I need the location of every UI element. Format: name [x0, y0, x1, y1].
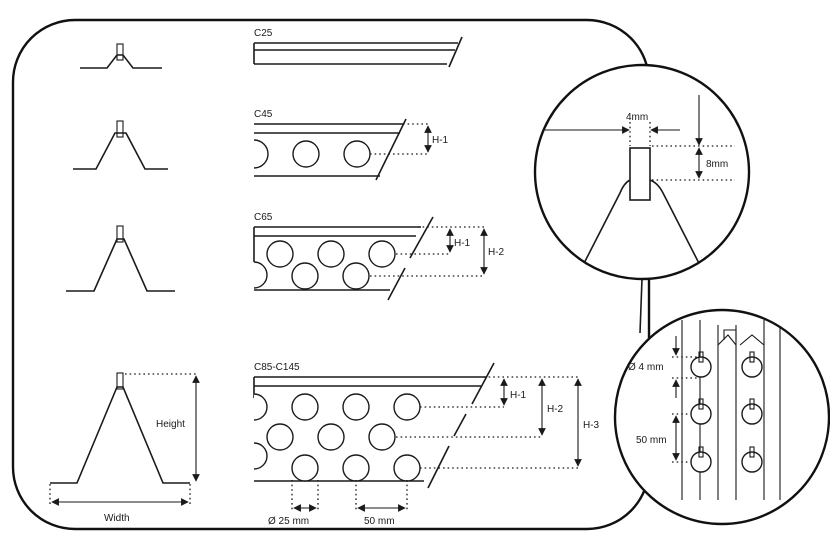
- c65-h2-label: H-2: [488, 247, 505, 258]
- cross-section-c45: [73, 120, 168, 170]
- detail-bottom: Ø 4 mm 50 mm: [613, 308, 830, 526]
- c45-h1-label: H-1: [432, 135, 449, 146]
- detail-top: 4mm 8mm: [533, 63, 751, 281]
- height-label: Height: [156, 419, 185, 430]
- c85-h2-label: H-2: [547, 404, 564, 415]
- cross-section-c25: [80, 43, 162, 69]
- c65-h1-label: H-1: [454, 238, 471, 249]
- profile-c25-label: C25: [254, 28, 273, 39]
- detail-pitch-label: 50 mm: [636, 435, 667, 446]
- cross-section-c65: [66, 225, 175, 292]
- profile-c65-label: C65: [254, 212, 273, 223]
- detail-connector: [639, 278, 643, 334]
- main-frame: [11, 18, 651, 531]
- profile-c45-label: C45: [254, 109, 273, 120]
- profile-c25: C25: [253, 28, 463, 68]
- profile-c85-c145: C85-C145 H-1 H-2 H-3 Ø 25 mm: [253, 362, 600, 527]
- c85-h3-label: H-3: [583, 420, 600, 431]
- detail-height-label: 8mm: [706, 159, 728, 170]
- c85-h1-label: H-1: [510, 390, 527, 401]
- profile-c85-label: C85-C145: [254, 362, 300, 373]
- cross-section-c85: Height Width: [49, 372, 200, 524]
- hole-diameter-label: Ø 25 mm: [268, 516, 309, 527]
- hole-pitch-label: 50 mm: [364, 516, 395, 527]
- profile-c65: C65 H-1 H-2: [253, 212, 505, 301]
- detail-gap-label: 4mm: [626, 112, 648, 123]
- detail-diameter-label: Ø 4 mm: [628, 362, 664, 373]
- width-label: Width: [104, 513, 130, 524]
- profile-c45: C45 H-1: [253, 109, 449, 181]
